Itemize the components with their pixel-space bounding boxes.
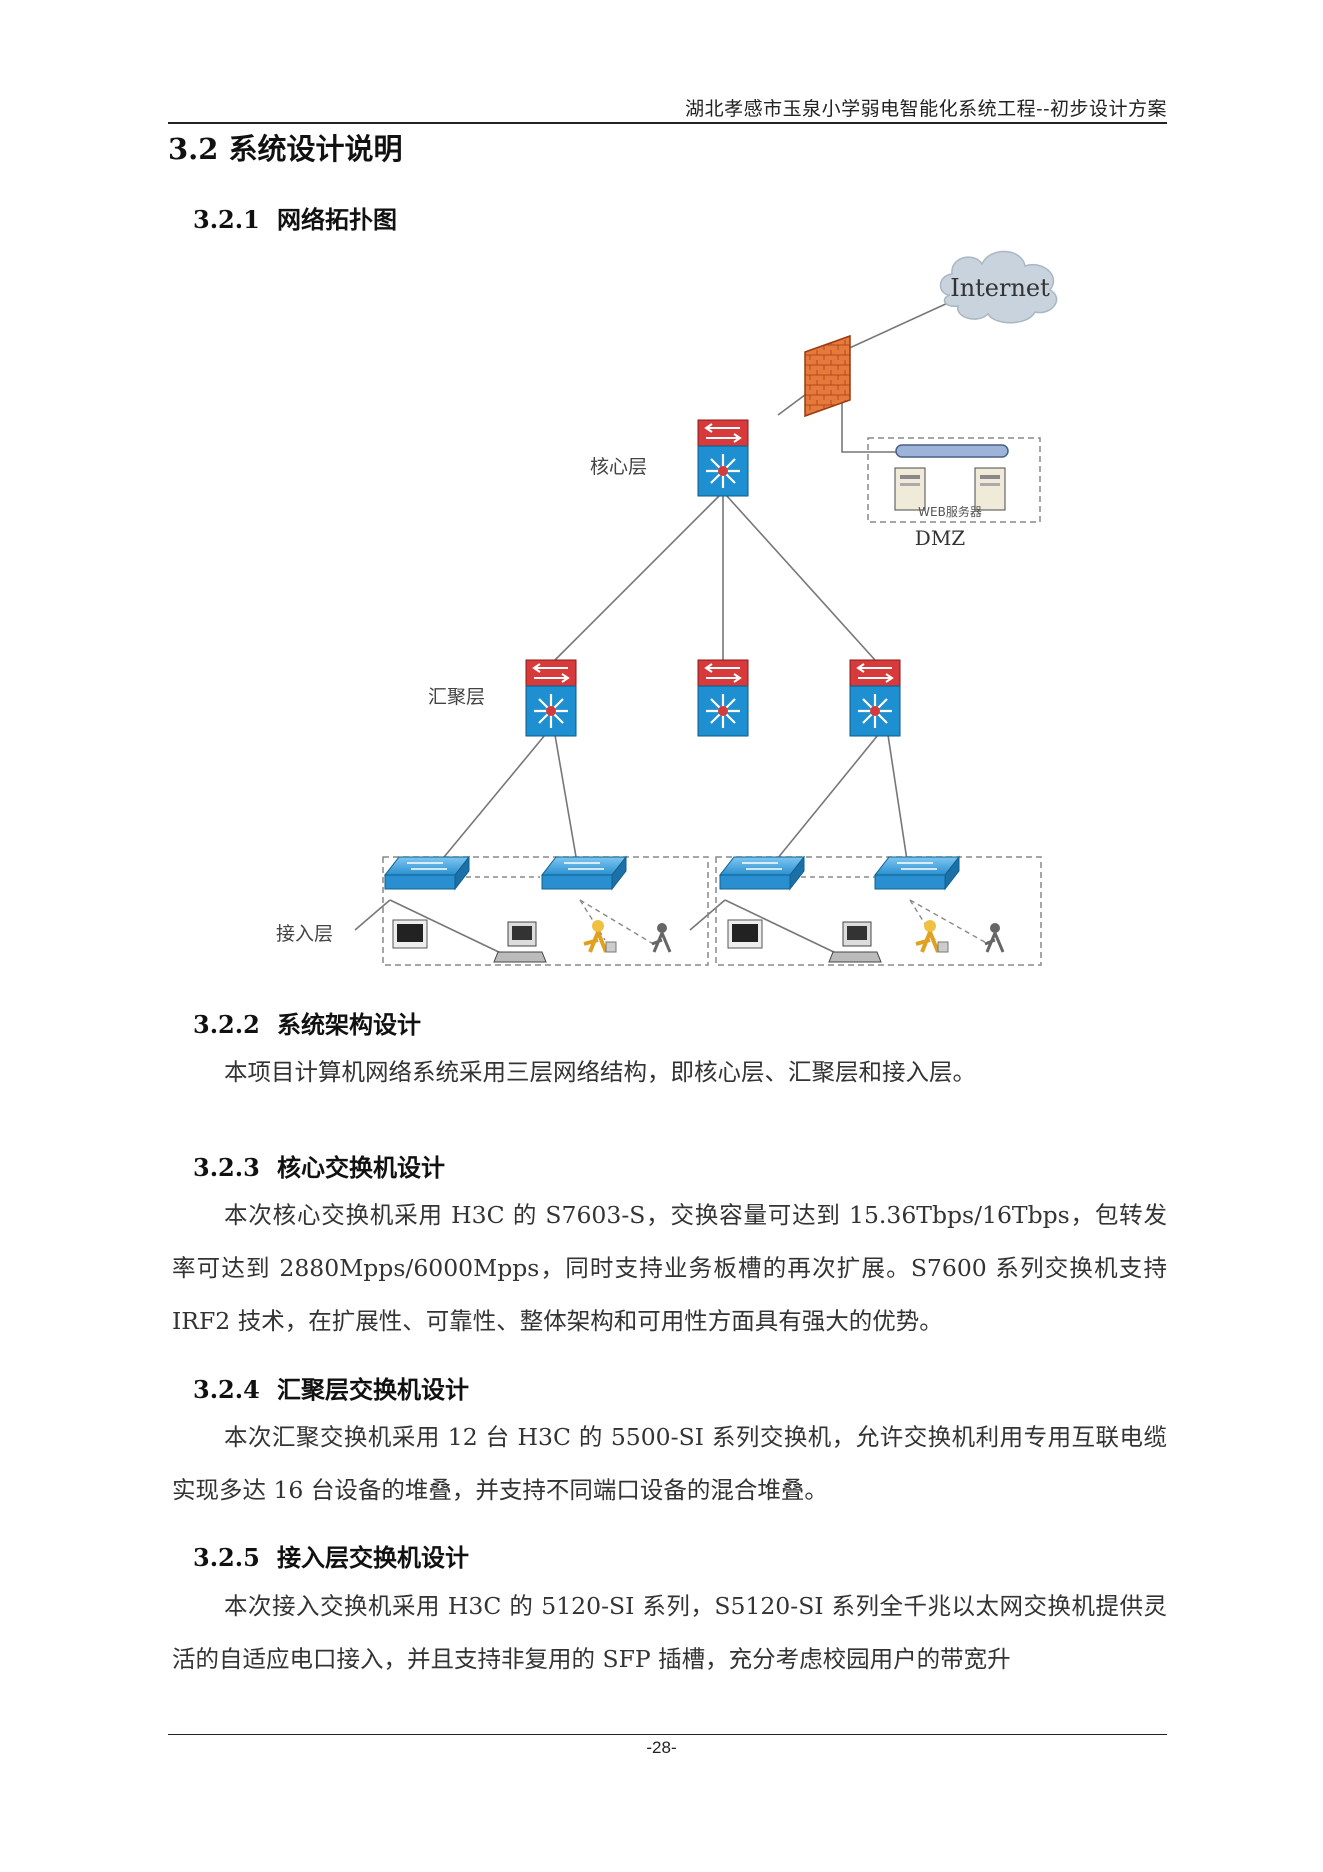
- paragraph-aggregation-switch: 本次汇聚交换机采用 12 台 H3C 的 5500-SI 系列交换机，允许交换机…: [172, 1423, 1167, 1504]
- section-title: 3.2 系统设计说明: [168, 132, 403, 166]
- paragraph-access-switch: 本次接入交换机采用 H3C 的 5120-SI 系列，S5120-SI 系列全千…: [172, 1592, 1167, 1673]
- header-rule: [168, 122, 1167, 124]
- access-switch-icon: [718, 855, 806, 891]
- subheading-number: 3.2.3: [193, 1153, 260, 1182]
- access-switch-icon: [873, 855, 961, 891]
- subheading-number: 3.2.2: [193, 1010, 260, 1039]
- access-switch-icon: [540, 855, 628, 891]
- footer-rule: [168, 1734, 1167, 1735]
- network-topology-diagram: Internet WEB服务器 DMZ 核心层: [276, 250, 1058, 966]
- subheading-3-2-4: 3.2.4 汇聚层交换机设计: [193, 1370, 469, 1405]
- access-group-right: [715, 856, 1042, 966]
- dmz-label: DMZ: [915, 526, 966, 550]
- subheading-title: 网络拓扑图: [277, 205, 397, 234]
- page-number: -28-: [646, 1738, 677, 1757]
- terminal-icon: [392, 919, 428, 949]
- desktop-computer-icon: [828, 921, 882, 963]
- paragraph-core-switch: 本次核心交换机采用 H3C 的 S7603-S，交换容量可达到 15.36Tbp…: [172, 1201, 1167, 1335]
- subheading-3-2-3: 3.2.3 核心交换机设计: [193, 1148, 445, 1183]
- access-layer-label: 接入层: [276, 923, 333, 945]
- subheading-title: 汇聚层交换机设计: [277, 1375, 469, 1404]
- mobile-user-icon: [651, 923, 672, 953]
- header-title: 湖北孝感市玉泉小学弱电智能化系统工程--初步设计方案: [685, 98, 1167, 120]
- link-lines: [354, 301, 951, 956]
- aggregation-switch-icon: [697, 659, 749, 737]
- aggregation-switch-icon: [525, 659, 577, 737]
- access-switch-icon: [383, 855, 471, 891]
- web-server-label: WEB服务器: [918, 504, 982, 519]
- server-icon: [974, 467, 1006, 511]
- subheading-title: 核心交换机设计: [277, 1153, 445, 1182]
- core-layer-label: 核心层: [590, 456, 647, 478]
- internet-label: Internet: [950, 274, 1050, 302]
- dmz-zone: WEB服务器 DMZ: [867, 437, 1041, 550]
- subheading-3-2-5: 3.2.5 接入层交换机设计: [193, 1538, 469, 1573]
- subheading-number: 3.2.5: [193, 1543, 260, 1572]
- aggregation-switch-icon: [849, 659, 901, 737]
- web-server-icon: [894, 467, 926, 511]
- desktop-computer-icon: [493, 921, 547, 963]
- subheading-title: 接入层交换机设计: [277, 1543, 469, 1572]
- paragraph-system-architecture: 本项目计算机网络系统采用三层网络结构，即核心层、汇聚层和接入层。: [224, 1058, 976, 1086]
- core-switch-icon: [697, 419, 749, 497]
- aggregation-layer-label: 汇聚层: [428, 686, 485, 708]
- terminal-icon: [727, 919, 763, 949]
- subheading-number: 3.2.4: [193, 1375, 260, 1404]
- access-group-left: [382, 856, 709, 966]
- internet-cloud: Internet: [939, 250, 1058, 324]
- subheading-title: 系统架构设计: [277, 1010, 421, 1039]
- subheading-number: 3.2.1: [193, 205, 260, 234]
- subheading-3-2-2: 3.2.2 系统架构设计: [193, 1005, 421, 1040]
- subheading-3-2-1: 3.2.1 网络拓扑图: [193, 200, 397, 235]
- user-icon: [583, 920, 617, 953]
- mobile-user-icon: [984, 923, 1005, 953]
- user-icon: [915, 920, 949, 953]
- firewall-icon: [804, 334, 851, 418]
